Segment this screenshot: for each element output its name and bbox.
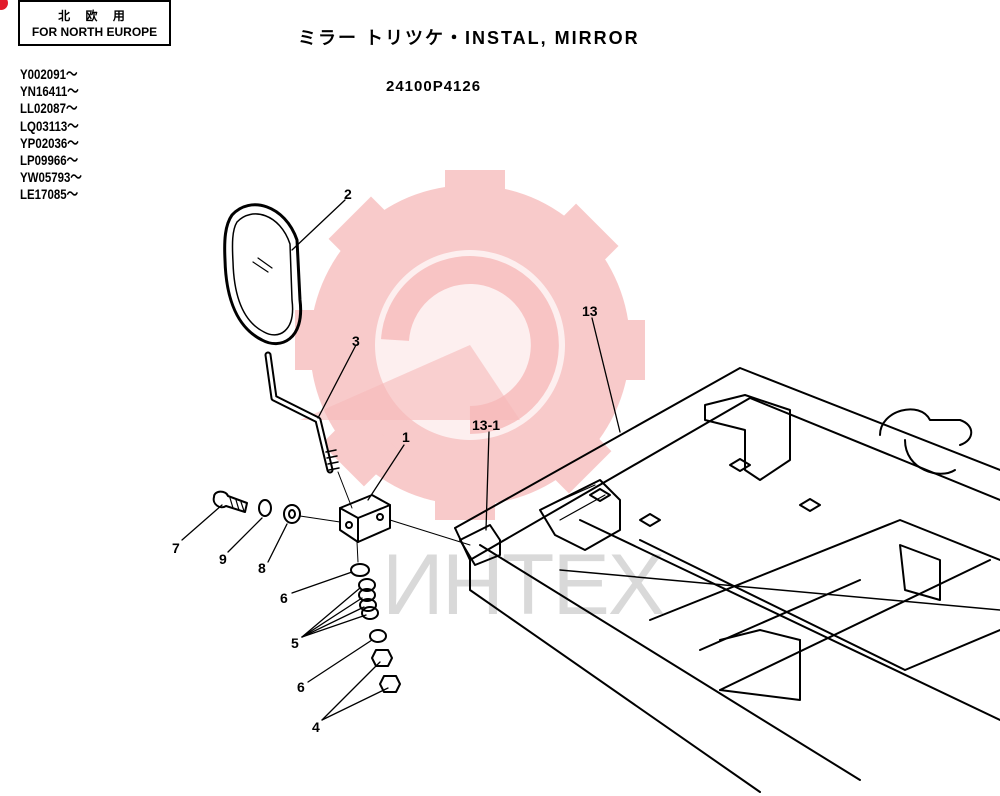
serial-item: LQ03113～ [20,117,79,134]
frame [389,367,1000,793]
callout-label: 3 [352,333,360,349]
bracket [339,494,391,543]
callout-label: 4 [312,719,320,735]
serial-item: YW05793～ [20,169,82,186]
callout-label: 6 [297,679,305,695]
flat-washer [283,504,301,524]
washer-stack [350,563,401,693]
callout-label: 9 [219,551,227,567]
callout-label: 5 [291,635,299,651]
callout-label: 7 [172,540,180,556]
region-label-jp: 北 欧 用 [58,9,131,23]
part-number: 24100P4126 [386,78,482,95]
serial-item: LP09966～ [20,152,79,169]
callout-label: 8 [258,560,266,576]
callout-label: 1 [402,429,410,445]
serial-item: YP02036～ [20,134,79,151]
diagram-title: ミラー トリツケ・INSTAL, MIRROR [298,28,640,48]
serial-item: LE17085～ [20,186,79,203]
callout-label: 13 [582,303,598,319]
callout-label: 6 [280,590,288,606]
mirror-stay [264,351,353,509]
serial-item: YN16411～ [20,83,79,100]
corner-mark-icon [0,0,8,10]
serial-item: LL02087～ [20,100,78,117]
serial-list: Y002091～ YN16411～ LL02087～ LQ03113～ YP02… [20,66,82,204]
region-label-en: FOR NORTH EUROPE [31,25,158,39]
watermark-text: ИНТЕХ [382,537,665,633]
serial-item: Y002091～ [20,66,78,82]
callout-label: 2 [344,186,352,202]
mirror-glass [223,203,303,346]
bolt [212,490,248,513]
spring-washer [258,499,272,517]
leader-lines [181,199,621,721]
region-label-box: 北 欧 用 FOR NORTH EUROPE [18,0,171,46]
callout-label: 13-1 [472,417,500,433]
